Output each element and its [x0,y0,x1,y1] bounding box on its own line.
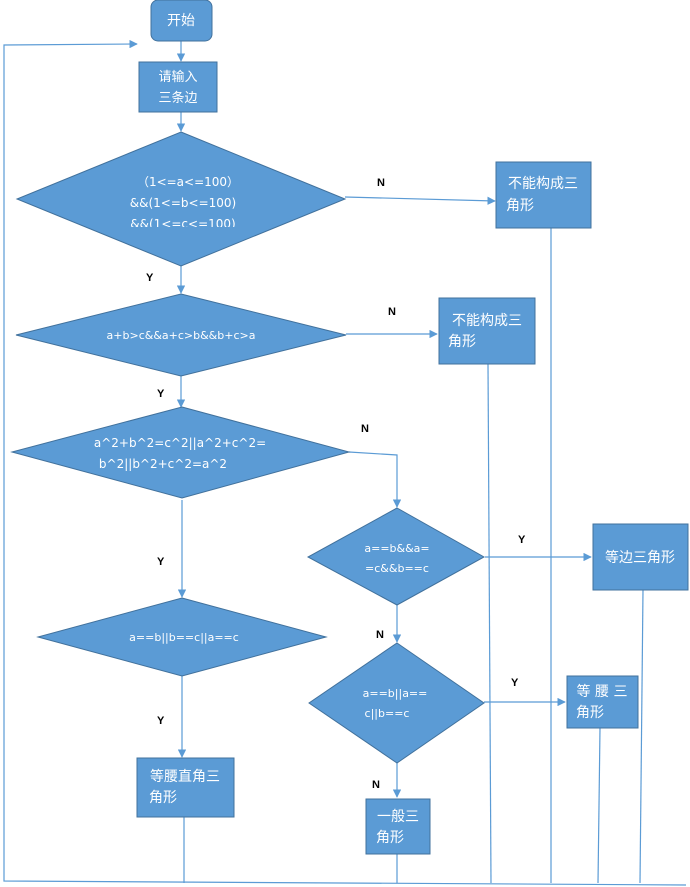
range-check-line3: &&(1<=c<=100) [130,217,235,231]
input-node: 请输入 三条边 [138,61,218,113]
triangle-check-label: a+b>c&&a+c>b&&b+c>a [107,329,256,342]
triangle-check-decision: a+b>c&&a+c>b&&b+c>a [15,293,347,377]
isosceles-check-decision: a==b||a== c||b==c [308,642,485,764]
equilateral-node: 等边三角形 [592,523,689,591]
isosceles-check-line2: c||b==c [365,707,410,720]
right-no-label: N [361,423,369,435]
input-label-line1: 请输入 [158,69,197,85]
triangle-no-label: N [388,306,396,318]
range-check-line2: &&(1<=b<=100) [130,196,236,210]
not-triangle-2-line1: 不能构成三 [452,313,522,329]
right-yes-label: Y [157,556,165,568]
edge-return-2 [487,363,492,884]
not-triangle-1-line2: 角形 [506,198,534,214]
right-isosceles-line2: 角形 [149,790,177,806]
not-triangle-node-2: 不能构成三 角形 [438,297,536,365]
edge-loop-back [3,39,687,886]
isosceles-node: 等 腰 三 角形 [566,675,639,729]
range-yes-label: Y [146,272,154,284]
right-isosceles-check-label: a==b||b==c||a==c [129,631,239,644]
edge-return-3 [639,589,644,884]
equilateral-yes-label: Y [518,534,526,546]
right-isosceles-yes-label: Y [157,715,165,727]
equilateral-check-line2: =c&&b==c [365,562,429,575]
isosceles-line1: 等 腰 三 [577,683,628,700]
general-line1: 一般三 [377,809,419,825]
input-label-line2: 三条边 [158,90,197,106]
not-triangle-node-1: 不能构成三 角形 [495,161,592,229]
range-no-label: N [377,177,385,189]
equilateral-label: 等边三角形 [605,549,675,566]
isosceles-line2: 角形 [576,705,604,721]
right-check-decision: a^2+b^2=c^2||a^2+c^2= b^2||b^2+c^2=a^2 [10,406,351,499]
equilateral-check-decision: a==b&&a= =c&&b==c [306,507,486,606]
right-isosceles-check-decision: a==b||b==c||a==c [36,597,328,677]
edge-labels: N Y N Y N Y Y N Y N Y [146,177,526,791]
edge-range-no [344,196,496,205]
isosceles-yes-label: Y [511,677,519,689]
edge-return-4 [597,727,601,884]
range-check-decision: （1<=a<=100） &&(1<=b<=100) &&(1<=c<=100) [15,131,347,267]
equilateral-check-line1: a==b&&a= [364,542,429,555]
not-triangle-2-line2: 角形 [448,334,476,350]
general-node: 一般三 角形 [365,798,431,855]
not-triangle-1-line1: 不能构成三 [508,176,578,192]
edge-right-no [348,451,402,508]
right-check-line2: b^2||b^2+c^2=a^2 [99,457,227,471]
isosceles-check-line1: a==b||a== [363,687,428,700]
start-node: 开始 [150,0,213,42]
equilateral-no-label: N [376,629,384,641]
nodes: 开始 请输入 三条边 （1<=a<=100） &&(1<=b<=100) &&(… [10,0,689,855]
start-label: 开始 [167,13,195,29]
edges [3,39,687,886]
range-check-line1: （1<=a<=100） [137,175,239,189]
isosceles-no-label: N [372,779,380,791]
right-check-line1: a^2+b^2=c^2||a^2+c^2= [94,436,266,450]
right-isosceles-node: 等腰直角三 角形 [136,757,235,818]
general-line2: 角形 [376,830,404,846]
triangle-yes-label: Y [157,388,165,400]
right-isosceles-line1: 等腰直角三 [150,768,220,785]
